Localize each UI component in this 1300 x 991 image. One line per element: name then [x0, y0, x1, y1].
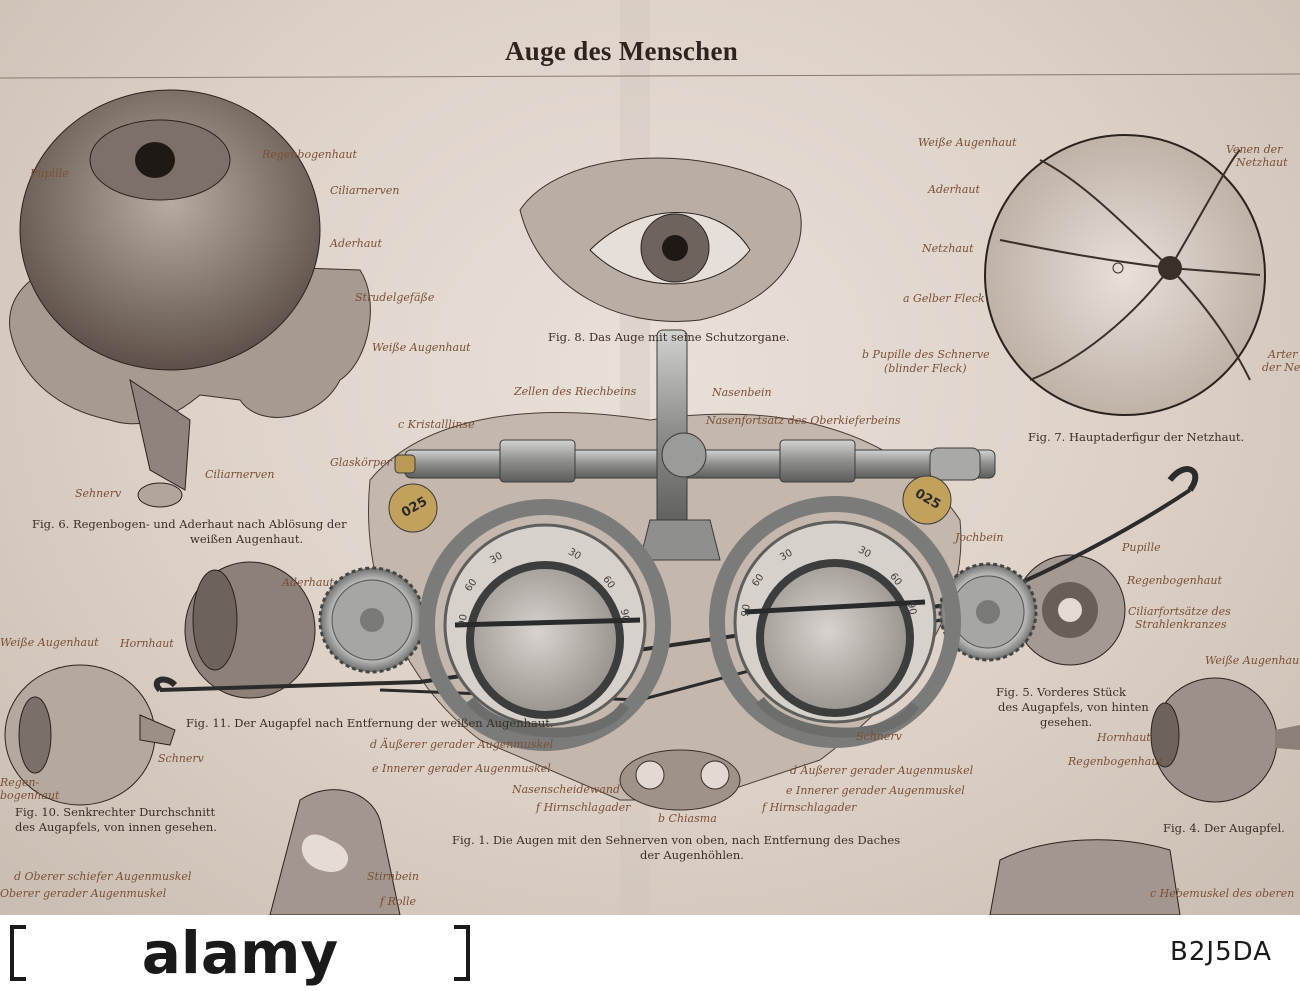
label-jochbein: Jochbein — [955, 531, 1004, 544]
label-ciliarnerven: Ciliarnerven — [330, 184, 400, 197]
fig8-eye-drawing — [519, 157, 802, 322]
label-stirnbein: Stirnbein — [367, 870, 419, 883]
label-innerer-left: e Innerer gerader Augenmuskel — [372, 762, 551, 775]
label-oberer-schiefer: d Oberer schiefer Augenmuskel — [14, 870, 192, 883]
label-ciliarnerven-lower: Ciliarnerven — [205, 468, 275, 481]
label-rolle: f Rolle — [380, 895, 417, 908]
label-hirnschlagader-right: f Hirnschlagader — [762, 801, 857, 814]
label-ciliarfortsaetze-1: Ciliarfortsätze des — [1128, 605, 1231, 618]
poster-title: Auge des Menschen — [505, 36, 739, 66]
label-aderhaut: Aderhaut — [330, 237, 382, 250]
image-code: B2J5DA — [1170, 937, 1272, 967]
label-r-arter: Arter — [1268, 348, 1298, 361]
label-r-blinder-fleck: (blinder Fleck) — [884, 362, 967, 375]
label-sehnerv: Sehnerv — [75, 487, 122, 500]
fig4-eyeball-drawing — [1150, 677, 1300, 803]
fig8-caption: Fig. 8. Das Auge mit seine Schutzorgane. — [548, 330, 790, 344]
fig5-caption-line3: gesehen. — [1040, 715, 1093, 729]
fig4-caption: Fig. 4. Der Augapfel. — [1163, 821, 1285, 835]
fig11-eyeball-drawing — [184, 561, 316, 699]
fig5-iris-drawing — [1014, 554, 1126, 666]
fig1-caption-line2: der Augenhöhlen. — [640, 848, 744, 862]
label-r-der-ne: der Ne — [1262, 361, 1300, 374]
label-aeusserer-left: d Äußerer gerader Augenmuskel — [370, 738, 554, 751]
fig5-caption-line1: Fig. 5. Vorderes Stück — [996, 685, 1126, 699]
label-hornhaut-fig4: Hornhaut — [1097, 731, 1151, 744]
fig7-caption: Fig. 7. Hauptaderfigur der Netzhaut. — [1028, 430, 1245, 444]
label-aderhaut-fig11: Aderhaut — [282, 576, 334, 589]
right-scale-90a: 90 — [739, 603, 753, 618]
alamy-wordmark: alamy — [142, 919, 338, 987]
fig6-eyeball-drawing — [9, 89, 371, 508]
label-aeusserer-right: d Äußerer gerader Augenmuskel — [790, 764, 974, 777]
label-weisse-augenhaut-fig4: Weiße Augenhaut — [1205, 654, 1300, 667]
label-weisse-augenhaut-fig10: Weiße Augenhaut — [0, 636, 99, 649]
fig10-caption-line2: des Augapfels, von innen gesehen. — [15, 820, 217, 834]
label-glaskoerper: Glaskörper — [330, 456, 392, 469]
label-r-netzhaut-a: Netzhaut — [1236, 156, 1288, 169]
alamy-logo — [10, 925, 470, 981]
bottom-anatomy-drawings — [269, 789, 1181, 915]
left-scale-90a: 90 — [456, 613, 470, 628]
label-weisse-augenhaut: Weiße Augenhaut — [372, 341, 471, 354]
label-schnerv-fig1: Schnerv — [856, 730, 902, 743]
label-r-pupille-schnerv: b Pupille des Schnerve — [862, 348, 990, 361]
label-schnerv-fig10: Schnerv — [158, 752, 204, 765]
label-zellen-riechbeins: Zellen des Riechbeins — [514, 385, 637, 398]
title-rule — [0, 73, 1300, 79]
left-scale-90b: 90 — [617, 608, 631, 623]
label-pupille-fig5: Pupille — [1122, 541, 1161, 554]
label-regenbogenhaut: Regenbogenhaut — [262, 148, 357, 161]
trial-frame — [153, 329, 1199, 751]
watermark-footer: alamy B2J5DA — [0, 915, 1300, 991]
illustration-layer — [0, 0, 1300, 915]
fig10-eyeball-drawing — [4, 664, 176, 806]
label-oberer-gerader: Oberer gerader Augenmuskel — [0, 887, 167, 900]
fig10-caption-line1: Fig. 10. Senkrechter Durchschnitt — [15, 805, 216, 819]
right-scale-90b: 90 — [904, 601, 918, 616]
label-r-venen: Venen der — [1226, 143, 1283, 156]
label-nasenfortsatz: Nasenfortsatz des Oberkieferbeins — [706, 414, 901, 427]
label-hebemuskel: c Hebemuskel des oberen — [1150, 887, 1295, 900]
label-r-netzhaut: Netzhaut — [922, 242, 974, 255]
label-pupille: Pupille — [30, 167, 69, 180]
label-nasenscheidewand: Nasenscheidewand — [512, 783, 620, 796]
label-r-weisse-augenhaut: Weiße Augenhaut — [918, 136, 1017, 149]
label-ciliarfortsaetze-2: Strahlenkranzes — [1135, 618, 1227, 631]
label-bogenhaut: bogenhaut — [0, 789, 60, 802]
label-strudelgefaesse: Strudelgefäße — [355, 291, 435, 304]
label-regen: Regen- — [0, 776, 40, 789]
label-regenbogenhaut-fig5: Regenbogenhaut — [1127, 574, 1222, 587]
label-r-gelber-fleck: a Gelber Fleck — [903, 292, 985, 305]
label-r-aderhaut: Aderhaut — [928, 183, 980, 196]
fig6-caption-line1: Fig. 6. Regenbogen- und Aderhaut nach Ab… — [32, 517, 347, 531]
fig1-caption-line1: Fig. 1. Die Augen mit den Sehnerven von … — [452, 833, 901, 847]
label-hornhaut-fig11: Hornhaut — [120, 637, 174, 650]
label-innerer-right: e Innerer gerader Augenmuskel — [786, 784, 965, 797]
fig5-caption-line2: des Augapfels, von hinten — [998, 700, 1149, 714]
label-hirnschlagader-left: f Hirnschlagader — [536, 801, 631, 814]
label-regenbogenhaut-fig4: Regenbogenhaut — [1068, 755, 1163, 768]
fig11-caption: Fig. 11. Der Augapfel nach Entfernung de… — [186, 716, 554, 730]
photograph: Auge des Menschen Pupille Regenbogenhaut… — [0, 0, 1300, 915]
label-nasenbein: Nasenbein — [712, 386, 772, 399]
label-kristalllinse: c Kristalllinse — [398, 418, 475, 431]
label-chiasma: b Chiasma — [658, 812, 717, 825]
fig7-retina-drawing — [984, 134, 1266, 416]
fig6-caption-line2: weißen Augenhaut. — [190, 532, 304, 546]
alamy-wordmark-text: alamy — [142, 919, 338, 987]
